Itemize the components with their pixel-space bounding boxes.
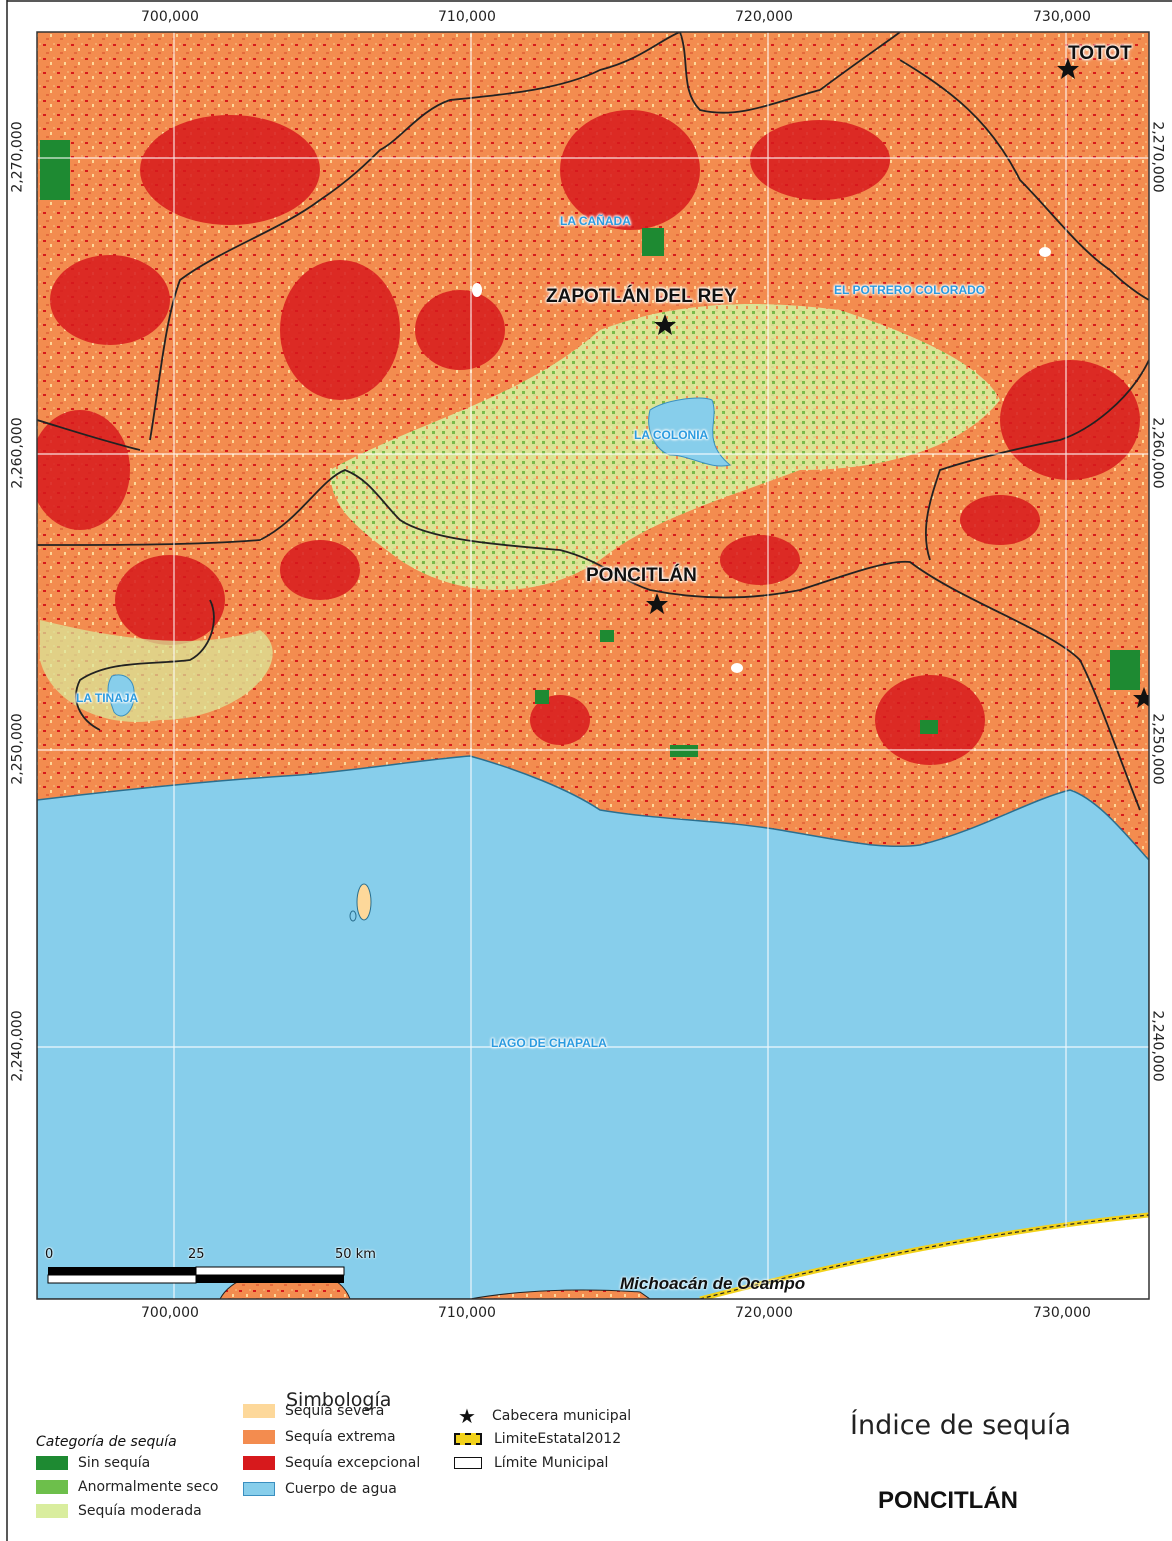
- island: [356, 883, 372, 921]
- legend-item-limite-municipal: Límite Municipal: [454, 1455, 608, 1471]
- legend-swatch: [243, 1430, 275, 1444]
- x-tick-bottom: 710,000: [438, 1305, 496, 1321]
- scale-label: 25: [188, 1247, 205, 1262]
- water-small: [731, 663, 743, 673]
- legend-label: Cuerpo de agua: [285, 1481, 397, 1497]
- x-tick-top: 730,000: [1033, 9, 1091, 25]
- legend-label: Sequía excepcional: [285, 1455, 421, 1471]
- place-label-la-canada: LA CAÑADA: [560, 214, 631, 228]
- place-label-michoacan: Michoacán de Ocampo: [620, 1274, 806, 1293]
- star-icon: [1133, 687, 1149, 708]
- x-tick-top: 720,000: [735, 9, 793, 25]
- legend-swatch: [243, 1404, 275, 1418]
- legend-item-sequia-moderada: Sequía moderada: [36, 1503, 202, 1519]
- la-colonia-water: [648, 397, 732, 467]
- legend-label: Cabecera municipal: [492, 1408, 632, 1424]
- lake-chapala: [37, 755, 1149, 1299]
- legend-label: Anormalmente seco: [78, 1479, 219, 1495]
- scale-bar: [47, 1266, 345, 1284]
- legend-item-sequia-severa: Sequía severa: [243, 1403, 384, 1419]
- scale-label: 0: [45, 1247, 54, 1262]
- legend-item-sin-sequia: Sin sequía: [36, 1455, 150, 1471]
- y-tick-right: 2,260,000: [1149, 417, 1166, 489]
- water-small: [472, 283, 482, 297]
- legend-swatch: [243, 1456, 275, 1470]
- south-land-strip: [469, 1289, 651, 1299]
- legend-label: Sequía extrema: [285, 1429, 396, 1445]
- legend-item-sequia-extrema: Sequía extrema: [243, 1429, 396, 1445]
- legend-item-cuerpo-de-agua: Cuerpo de agua: [243, 1481, 397, 1497]
- outline-box-icon: [454, 1457, 482, 1469]
- dashed-yellow-box-icon: [454, 1433, 482, 1445]
- x-tick-top: 700,000: [141, 9, 199, 25]
- star-icon: [654, 314, 676, 335]
- legend-swatch: [36, 1504, 68, 1518]
- legend-category-title: Categoría de sequía: [36, 1434, 177, 1450]
- place-label-tototlan: TOTOT: [1068, 43, 1132, 64]
- place-label-lago: LAGO DE CHAPALA: [491, 1036, 607, 1050]
- south-shore: [700, 1215, 1149, 1299]
- place-label-poncitlan: PONCITLÁN: [586, 565, 697, 586]
- municipality-name: PONCITLÁN: [878, 1487, 1018, 1514]
- no-drought-patches: [40, 140, 1140, 757]
- place-label-zapotlan: ZAPOTLÁN DEL REY: [546, 286, 737, 307]
- x-tick-bottom: 730,000: [1033, 1305, 1091, 1321]
- legend-swatch: [36, 1480, 68, 1494]
- y-tick-right: 2,250,000: [1149, 713, 1166, 785]
- legend-item-sequia-excepcional: Sequía excepcional: [243, 1455, 420, 1471]
- place-label-la-tinaja: LA TINAJA: [76, 691, 139, 705]
- la-tinaja-water: [107, 674, 135, 717]
- y-tick-right: 2,270,000: [1149, 121, 1166, 193]
- islet: [349, 910, 357, 922]
- legend-swatch: [243, 1482, 275, 1496]
- x-tick-bottom: 720,000: [735, 1305, 793, 1321]
- state-boundary-dash: [699, 1214, 1149, 1299]
- legend-title: Simbología: [286, 1389, 392, 1411]
- scale-label: 50 km: [335, 1247, 376, 1262]
- municipal-boundaries: [37, 32, 1149, 811]
- star-icon: ★: [458, 1404, 476, 1428]
- index-title: Índice de sequía: [850, 1410, 1072, 1441]
- y-tick-right: 2,240,000: [1149, 1010, 1166, 1082]
- place-label-el-potrero: EL POTRERO COLORADO: [834, 283, 986, 297]
- cabecera-markers: [646, 58, 1149, 708]
- y-tick-left: 2,260,000: [9, 417, 26, 489]
- x-tick-top: 710,000: [438, 9, 496, 25]
- legend-item-limite-estatal: LimiteEstatal2012: [454, 1431, 621, 1447]
- place-label-la-colonia: LA COLONIA: [634, 428, 709, 442]
- star-icon: [646, 593, 668, 614]
- x-tick-bottom: 700,000: [141, 1305, 199, 1321]
- legend-item-anormalmente-seco: Anormalmente seco: [36, 1479, 218, 1495]
- y-tick-left: 2,270,000: [9, 121, 26, 193]
- legend-label: Límite Municipal: [494, 1455, 609, 1471]
- moderate-drought-zone-2: [40, 620, 273, 722]
- y-tick-left: 2,250,000: [9, 713, 26, 785]
- legend-label: Sequía severa: [285, 1403, 385, 1419]
- legend-item-cabecera: ★ Cabecera municipal: [456, 1404, 631, 1428]
- legend-label: Sin sequía: [78, 1455, 151, 1471]
- legend-label: LimiteEstatal2012: [494, 1431, 622, 1447]
- water-small: [1039, 247, 1051, 257]
- map-frame: [36, 31, 1150, 1300]
- y-tick-left: 2,240,000: [9, 1010, 26, 1082]
- legend-swatch: [36, 1456, 68, 1470]
- star-icon: [1057, 58, 1079, 79]
- legend-label: Sequía moderada: [78, 1503, 202, 1519]
- map-grid: [37, 32, 1149, 1299]
- exceptional-drought-patches: [37, 110, 1140, 765]
